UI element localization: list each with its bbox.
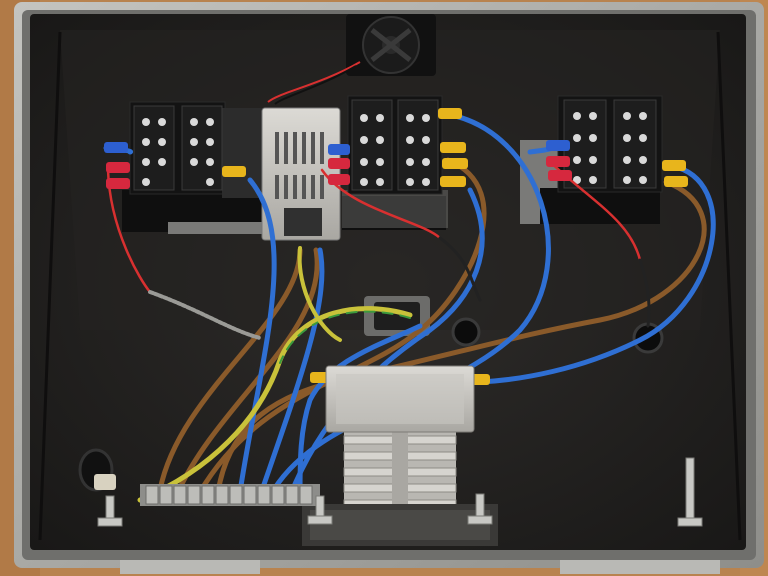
wire-earth xyxy=(137,306,413,503)
ferrule-yellow xyxy=(440,176,466,187)
ferrule-red xyxy=(546,156,570,167)
ferrule-red xyxy=(548,170,572,181)
ferrules xyxy=(104,108,688,385)
wire-earth-stripe xyxy=(279,310,411,364)
terminal-screws xyxy=(142,118,214,186)
case-hinge xyxy=(560,560,720,574)
wire-blue xyxy=(257,247,325,499)
power-supply-module xyxy=(261,107,341,241)
wire-blue xyxy=(477,163,716,385)
probe-cable xyxy=(638,258,651,328)
wire-blue xyxy=(287,187,485,499)
wire-brown xyxy=(157,247,303,493)
ferrule-yellow xyxy=(438,108,462,119)
ferrule-red xyxy=(328,174,350,185)
mounting-bolts xyxy=(97,457,703,527)
wire-red xyxy=(106,168,152,294)
probe-cable xyxy=(148,290,262,340)
temperature-controller-center xyxy=(342,95,448,230)
ferrule-yellow xyxy=(440,142,466,153)
wire-brown xyxy=(175,247,320,495)
cooling-fan xyxy=(346,14,436,76)
ferrule-red xyxy=(106,162,130,173)
ferrule-yellow xyxy=(664,176,688,187)
solid-state-relay xyxy=(325,365,475,433)
case-hinge xyxy=(120,560,260,574)
heatsink xyxy=(302,430,498,546)
temperature-controller-left xyxy=(122,101,278,234)
din-terminal-strip xyxy=(94,474,320,506)
ferrule-yellow xyxy=(222,166,246,177)
temperature-controller-right xyxy=(520,95,663,224)
ferrule-red xyxy=(106,178,130,189)
inner-corner xyxy=(38,31,62,541)
wire-brown xyxy=(337,179,707,383)
wire-blue xyxy=(297,323,423,499)
ferrule-red xyxy=(328,158,350,169)
ferrule-blue xyxy=(546,140,570,151)
inner-corner xyxy=(716,31,742,541)
ferrule-yellow xyxy=(442,158,468,169)
wiring xyxy=(103,111,716,503)
ferrule-blue xyxy=(104,142,128,153)
vent-slots xyxy=(275,132,324,199)
cable-gland-left xyxy=(451,317,481,347)
probe-cable xyxy=(438,236,482,302)
wire-blue xyxy=(237,177,277,495)
ferrule-blue xyxy=(328,144,350,155)
terminal-block xyxy=(133,105,223,191)
fan-red-wire xyxy=(267,61,361,103)
ferrule-yellow xyxy=(662,160,686,171)
fan-black-wire xyxy=(274,65,357,105)
wire-earth xyxy=(297,246,342,342)
